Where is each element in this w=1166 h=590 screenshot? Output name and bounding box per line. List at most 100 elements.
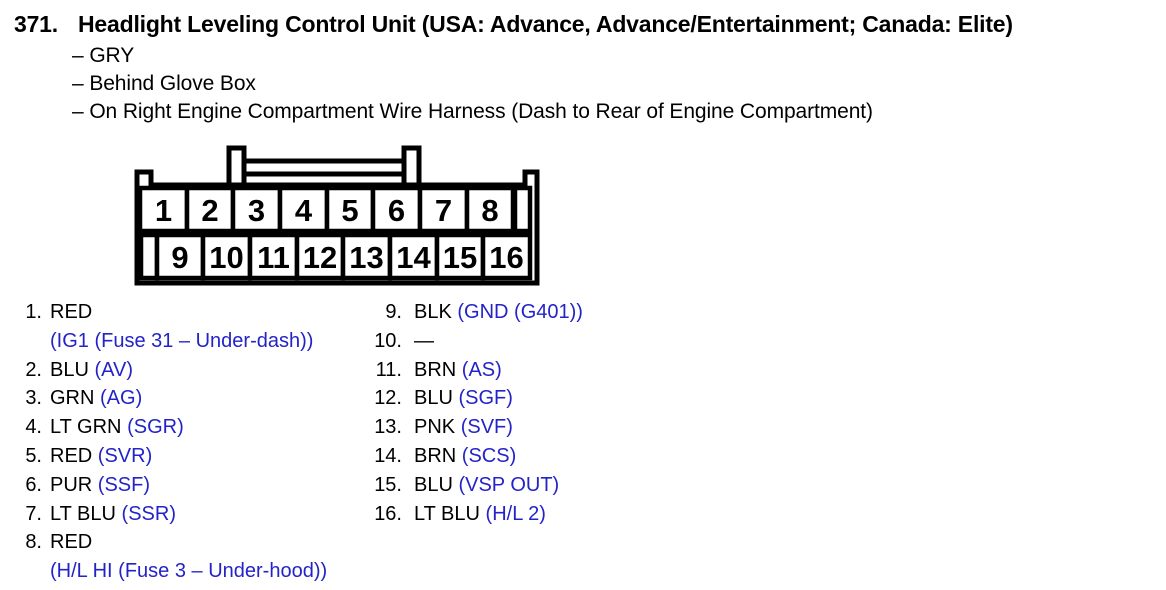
pin-signal: (SGR): [127, 416, 184, 439]
pin-label: 2.: [25, 358, 42, 381]
pin-label: 16.: [374, 502, 402, 525]
pin-row-16: 16. LT BLU (H/L 2): [370, 500, 583, 529]
pin-signal: (AV): [94, 358, 133, 381]
pin-row-15: 15. BLU (VSP OUT): [370, 471, 583, 500]
pin-label: 6.: [25, 473, 42, 496]
blank-cell-bottom-left: [138, 232, 160, 281]
pin-label: 1.: [25, 301, 42, 323]
pin-row-11: 11. BRN (AS): [370, 356, 583, 385]
pin-wire-color: LT BLU: [50, 502, 116, 525]
page-header: 371. Headlight Leveling Control Unit (US…: [14, 12, 1013, 36]
pin-wire-color: BLK: [414, 301, 452, 323]
pin-label: 13.: [374, 416, 402, 439]
pin-row-5: 5.RED (SVR): [14, 442, 327, 471]
pin-wire-color: RED: [50, 301, 93, 323]
pin-wire-color: PNK: [414, 416, 456, 439]
pin-signal: (SSF): [97, 473, 151, 496]
pin-row-1-signal: (IG1 (Fuse 31 – Under-dash)): [14, 327, 327, 356]
pin-wire-color: LT BLU: [414, 502, 480, 525]
pin-label: 10.: [374, 329, 402, 352]
pin-signal: (AG): [100, 387, 143, 410]
pin-number-15: 15: [443, 240, 477, 275]
pin-signal: (AS): [461, 358, 502, 381]
pin-signal: (VSP OUT): [458, 473, 560, 496]
note-harness: – On Right Engine Compartment Wire Harne…: [72, 100, 873, 123]
pin-cell-4: [277, 185, 330, 234]
pin-number-2: 2: [201, 193, 218, 228]
connector-diagram: 1 2 3 4 5 6 7 8 9 10 11 12 13 14 15 16: [134, 145, 540, 286]
pinout-left-column: 1. RED (IG1 (Fuse 31 – Under-dash)) 2. BLU…: [14, 298, 327, 586]
pin-cell-16: [480, 232, 533, 281]
pin-number-6: 6: [388, 193, 405, 228]
pin-signal: (SSR): [121, 502, 176, 525]
pin-label: 9.: [385, 301, 402, 323]
pin-number-3: 3: [248, 193, 265, 228]
pin-number-7: 7: [435, 193, 452, 228]
pin-signal: (SVR): [97, 444, 153, 467]
pin-number-14: 14: [396, 240, 431, 275]
pin-signal: (SGF): [458, 387, 513, 410]
pin-row-10: 10. —: [370, 327, 583, 356]
pin-number-8: 8: [481, 193, 498, 228]
pin-label: 14.: [374, 444, 402, 467]
pin-cell-6: [370, 185, 423, 234]
pin-label: 5.: [25, 444, 42, 467]
pin-row-4: 4. LT GRN (SGR): [14, 413, 327, 442]
connector-notes: – GRY – Behind Glove Box – On Right Engi…: [72, 42, 873, 126]
pin-row-6: 6. PUR (SSF): [14, 471, 327, 500]
pin-label: 15.: [374, 473, 402, 496]
pin-number-10: 10: [209, 240, 243, 275]
blank-cell-top-right: [512, 185, 533, 234]
pin-row-2: 2. BLU (AV): [14, 356, 327, 385]
pin-row-12: 12. BLU (SGF): [370, 384, 583, 413]
note-connector-color: – GRY: [72, 44, 135, 67]
pin-wire-color: RED: [50, 531, 93, 554]
pin-signal: (SCS): [461, 444, 517, 467]
pin-cell-14: [387, 232, 440, 281]
pin-row-9: 9. BLK (GND (G401)): [370, 298, 583, 327]
pin-number-5: 5: [341, 193, 358, 228]
pin-row-3: 3. GRN (AG): [14, 384, 327, 413]
pin-row-7: 7. LT BLU (SSR): [14, 500, 327, 529]
pin-wire-color: BLU: [414, 387, 453, 410]
pin-label: 7.: [25, 502, 42, 525]
latch-bar: [234, 158, 412, 177]
pin-row-8: 8. RED: [14, 528, 327, 557]
pinout-right-column: 9. BLK (GND (G401)) 10. — 11. BRN (AS) 12. B…: [370, 298, 583, 528]
pin-label: 11.: [375, 358, 402, 381]
pin-cell-2: [184, 185, 236, 234]
pin-label: 4.: [25, 416, 42, 439]
pin-signal: (H/L 2): [485, 502, 546, 525]
pin-signal: (H/L HI (Fuse 3 – Under-hood)): [50, 560, 328, 583]
pin-label: 8.: [25, 531, 42, 554]
pin-signal: (IG1 (Fuse 31 – Under-dash)): [50, 329, 314, 352]
pin-wire-color: LT GRN: [50, 416, 122, 439]
pin-signal: (GND (G401)): [457, 301, 583, 323]
pin-number-4: 4: [295, 193, 313, 228]
pin-signal: (SVF): [460, 416, 513, 439]
pin-number-1: 1: [155, 193, 172, 228]
pin-label: 3.: [25, 387, 42, 410]
pin-number-11: 11: [257, 240, 290, 275]
pin-row-1: 1. RED: [14, 298, 327, 327]
latch-post-right: [401, 145, 422, 188]
pin-row-14: 14. BRN (SCS): [370, 442, 583, 471]
pin-number-13: 13: [349, 240, 383, 275]
page-title: Headlight Leveling Control Unit (USA: Ad…: [78, 11, 1013, 37]
pin-label: 12.: [374, 387, 402, 410]
pin-row-13: 13. PNK (SVF): [370, 413, 583, 442]
latch-post-left: [226, 145, 247, 188]
section-number: 371.: [14, 11, 58, 37]
pin-wire-color: GRN: [50, 387, 95, 410]
pin-row-8-signal: (H/L HI (Fuse 3 – Under-hood)): [14, 557, 327, 586]
note-location: – Behind Glove Box: [72, 72, 256, 95]
pin-wire-color: —: [414, 329, 434, 352]
pin-wire-color: BRN: [414, 358, 457, 381]
pin-number-16: 16: [489, 240, 523, 275]
pin-wire-color: PUR: [50, 473, 93, 496]
pin-wire-color: BLU: [50, 358, 89, 381]
pin-number-9: 9: [171, 240, 188, 275]
pin-wire-color: BRN: [414, 444, 457, 467]
pin-wire-color: BLU: [414, 473, 453, 496]
